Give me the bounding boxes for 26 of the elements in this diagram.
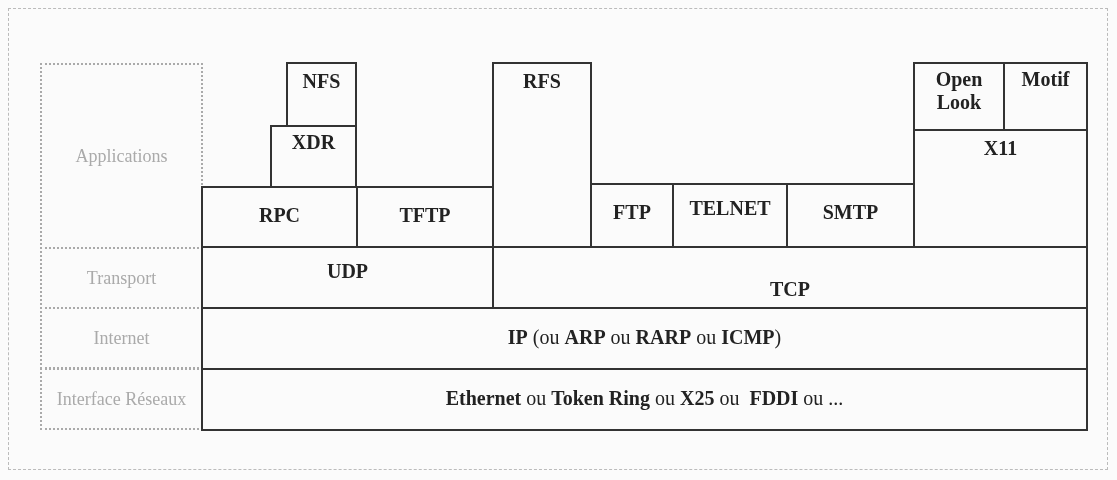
protocol-name: UDP — [325, 260, 370, 283]
protocol-name: Open Look — [934, 68, 984, 114]
layer-name: Internet — [93, 327, 150, 349]
layer-name: Transport — [86, 267, 157, 289]
protocol-box — [913, 129, 1088, 248]
protocol-name: RFS — [522, 70, 562, 93]
protocol-box — [270, 125, 357, 188]
protocol-name: RPC — [257, 204, 302, 227]
protocol-name: X11 — [982, 137, 1019, 160]
protocol-name: Ethernet ou Token Ring ou X25 ou FDDI ou ... — [444, 387, 845, 410]
protocol-name: SMTP — [821, 201, 880, 224]
protocol-name: Motif — [1020, 68, 1071, 91]
protocol-box — [201, 368, 1088, 431]
protocol-name: FTP — [612, 201, 652, 224]
layer-name: Applications — [75, 145, 168, 167]
protocol-box — [286, 62, 357, 127]
layer-name: Interface Réseaux — [56, 388, 187, 410]
protocol-box — [1003, 62, 1088, 131]
protocol-name: TCP — [769, 278, 811, 301]
protocol-name: NFS — [301, 70, 342, 93]
protocol-name: IP (ou ARP ou RARP ou ICMP) — [506, 326, 783, 349]
protocol-name: TELNET — [688, 197, 772, 220]
protocol-name: TFTP — [398, 204, 452, 227]
protocol-box — [201, 307, 1088, 370]
protocol-name: XDR — [290, 131, 337, 154]
protocol-box — [913, 62, 1005, 131]
